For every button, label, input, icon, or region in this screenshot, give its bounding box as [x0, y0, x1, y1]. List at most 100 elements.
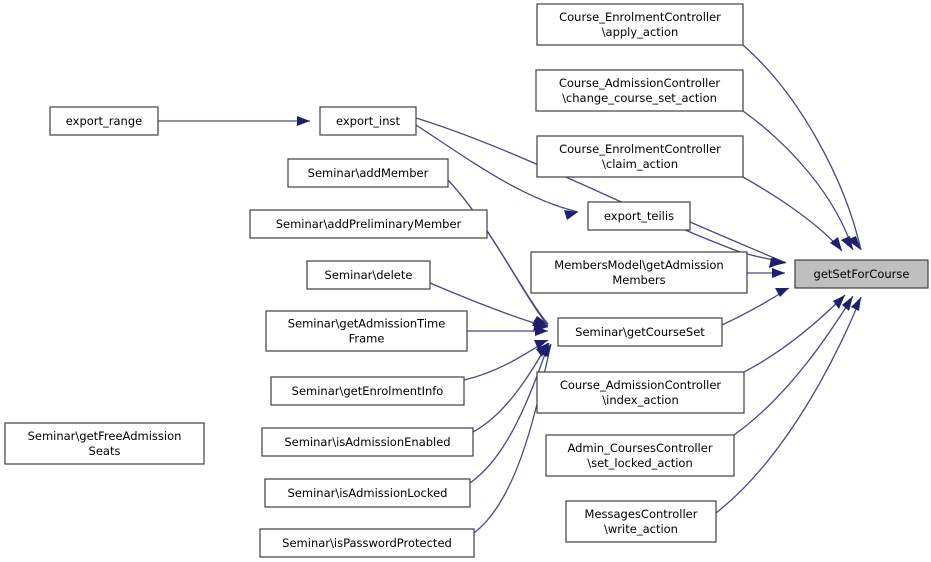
node-write-action[interactable]: MessagesController\write_action: [565, 500, 717, 543]
edge-is-password-protected-to-get-course-set: [473, 343, 552, 534]
node-label: Seminar\getCourseSet: [575, 325, 705, 339]
node-box[interactable]: [545, 434, 735, 477]
arrowhead-icon: [535, 326, 548, 336]
edge-line: [742, 44, 862, 251]
edge-line: [742, 176, 843, 252]
edge-line: [463, 339, 549, 381]
edge-claim-action-to-get-set-for-course: [742, 176, 843, 252]
arrowhead-icon: [769, 257, 786, 267]
arrowhead-icon: [851, 297, 861, 311]
node-set-locked-action[interactable]: Admin_CoursesController\set_locked_actio…: [545, 434, 735, 477]
edge-line: [733, 295, 854, 436]
arrowhead-icon: [775, 288, 789, 297]
node-box[interactable]: [264, 478, 471, 508]
node-box[interactable]: [530, 251, 748, 294]
node-label: Course_EnrolmentController\apply_action: [559, 10, 721, 39]
node-label: Seminar\isAdmissionEnabled: [284, 435, 450, 449]
node-box[interactable]: [261, 427, 474, 457]
arrowhead-icon: [830, 237, 842, 251]
node-add-member[interactable]: Seminar\addMember: [287, 158, 449, 188]
edge-get-admission-time-frame-to-get-course-set: [467, 326, 548, 336]
node-box[interactable]: [536, 3, 744, 46]
node-box[interactable]: [557, 317, 723, 347]
node-box[interactable]: [265, 310, 468, 352]
node-get-enrolment-info[interactable]: Seminar\getEnrolmentInfo: [270, 376, 465, 406]
node-label: Seminar\addMember: [308, 166, 429, 180]
edge-index-action-to-get-set-for-course: [743, 294, 846, 373]
node-box[interactable]: [259, 528, 475, 558]
node-export-teilis[interactable]: export_teilis: [587, 201, 691, 231]
edge-export-inst-to-export-teilis: [415, 124, 579, 220]
node-box[interactable]: [565, 500, 717, 543]
edge-line: [469, 342, 550, 484]
node-label: Admin_CoursesController\set_locked_actio…: [567, 441, 712, 470]
arrowhead-icon: [833, 295, 845, 309]
node-label: export_range: [66, 114, 142, 128]
node-label: Seminar\getEnrolmentInfo: [292, 384, 444, 398]
arrowhead-icon: [841, 236, 853, 250]
node-box[interactable]: [270, 376, 465, 406]
arrowhead-icon: [297, 116, 310, 126]
node-box[interactable]: [4, 422, 205, 465]
node-box[interactable]: [319, 106, 417, 136]
node-label: getSetForCourse: [814, 267, 910, 281]
arrowhead-icon: [540, 344, 551, 357]
edge-apply-action-to-get-set-for-course: [742, 44, 862, 251]
node-label: Seminar\addPreliminaryMember: [276, 217, 462, 231]
node-box[interactable]: [794, 259, 929, 289]
edge-export-teilis-to-get-set-for-course: [689, 221, 787, 267]
edge-layer: [158, 44, 862, 534]
node-is-admission-locked[interactable]: Seminar\isAdmissionLocked: [264, 478, 471, 508]
arrowhead-icon: [564, 210, 578, 220]
node-label: Course_AdmissionController\change_course…: [559, 76, 721, 105]
node-layer: export_range export_instSeminar\addMember…: [4, 3, 929, 558]
arrowhead-icon: [772, 268, 785, 278]
node-label: export_teilis: [604, 209, 674, 223]
node-box[interactable]: [536, 135, 744, 178]
node-box[interactable]: [587, 201, 691, 231]
node-label: Course_EnrolmentController\claim_action: [559, 142, 721, 171]
edge-change-course-set-action-to-get-set-for-course: [742, 110, 854, 251]
node-label: export_inst: [336, 114, 400, 128]
node-index-action[interactable]: Course_AdmissionController\index_action: [536, 371, 745, 414]
node-get-set-for-course[interactable]: getSetForCourse: [794, 259, 929, 289]
node-label: Seminar\delete: [325, 268, 413, 282]
edge-set-locked-action-to-get-set-for-course: [733, 295, 854, 436]
node-delete[interactable]: Seminar\delete: [306, 260, 431, 290]
node-is-admission-enabled[interactable]: Seminar\isAdmissionEnabled: [261, 427, 474, 457]
node-box[interactable]: [536, 371, 745, 414]
edge-line: [415, 124, 579, 213]
arrowhead-icon: [534, 340, 548, 349]
edge-get-course-set-to-get-set-for-course: [721, 287, 790, 326]
node-get-course-set[interactable]: Seminar\getCourseSet: [557, 317, 723, 347]
edge-get-enrolment-info-to-get-course-set: [463, 339, 549, 381]
node-add-preliminary-member[interactable]: Seminar\addPreliminaryMember: [249, 209, 488, 239]
node-claim-action[interactable]: Course_EnrolmentController\claim_action: [536, 135, 744, 178]
edge-export-range-to-export-inst: [158, 116, 310, 126]
node-box[interactable]: [306, 260, 431, 290]
edge-line: [742, 110, 854, 251]
node-label: Seminar\isPasswordProtected: [282, 536, 452, 550]
arrowhead-icon: [842, 296, 853, 311]
node-export-range[interactable]: export_range: [49, 106, 159, 136]
node-apply-action[interactable]: Course_EnrolmentController\apply_action: [536, 3, 744, 46]
node-box[interactable]: [49, 106, 159, 136]
node-is-password-protected[interactable]: Seminar\isPasswordProtected: [259, 528, 475, 558]
node-export-inst[interactable]: export_inst: [319, 106, 417, 136]
node-box[interactable]: [249, 209, 488, 239]
edge-write-action-to-get-set-for-course: [715, 296, 862, 514]
node-box[interactable]: [287, 158, 449, 188]
edge-line: [715, 296, 862, 514]
node-box[interactable]: [535, 69, 744, 112]
edge-line: [486, 230, 549, 327]
node-label: MessagesController\write_action: [585, 507, 698, 536]
node-change-course-set-action[interactable]: Course_AdmissionController\change_course…: [535, 69, 744, 112]
